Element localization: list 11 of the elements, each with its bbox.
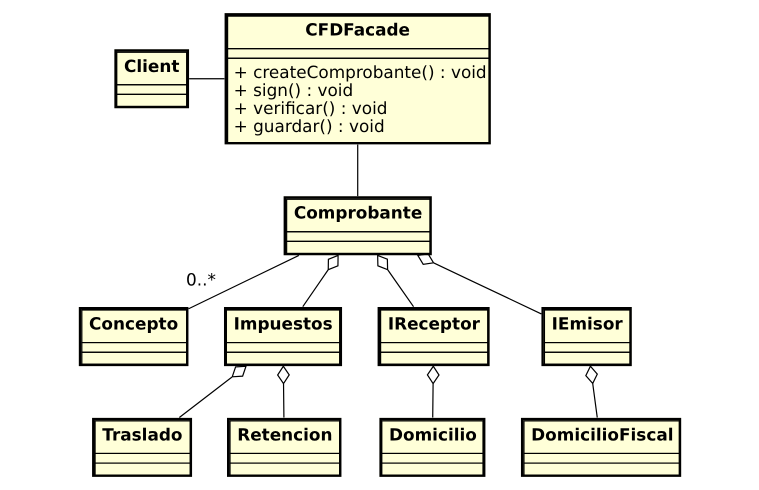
connector	[178, 366, 246, 418]
connector	[188, 78, 224, 80]
connector	[584, 365, 598, 418]
connector	[376, 254, 414, 308]
connector	[302, 254, 338, 308]
edge-label: 0..*	[186, 270, 216, 290]
connector	[426, 365, 440, 418]
connector	[276, 365, 290, 418]
connector	[188, 254, 299, 310]
connector	[416, 253, 542, 314]
connector	[356, 144, 358, 196]
